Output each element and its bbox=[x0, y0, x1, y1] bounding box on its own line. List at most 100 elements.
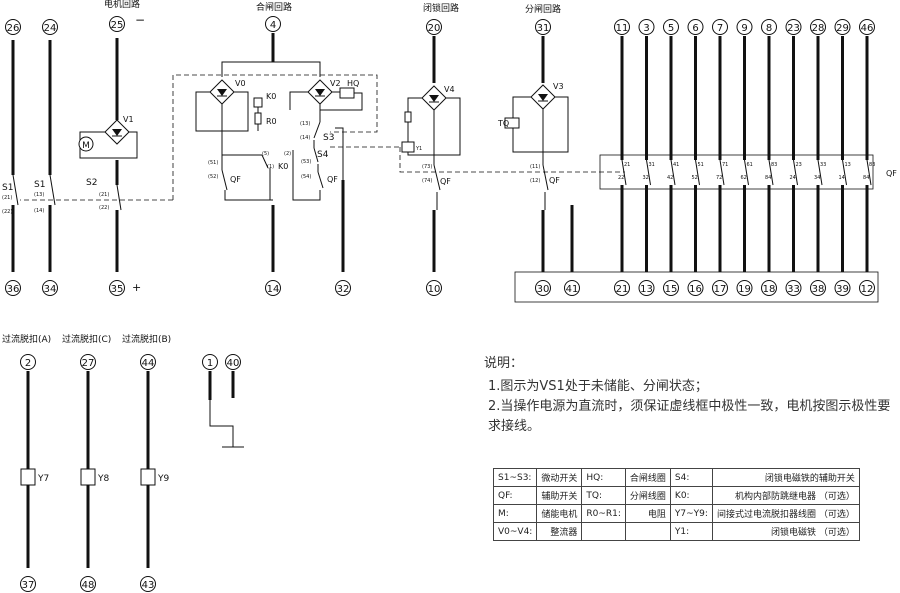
aux-contact-code: 32 bbox=[643, 175, 649, 181]
motor-m-label: M bbox=[82, 141, 90, 151]
overcurrent-title: 过流脱扣(B) bbox=[122, 333, 171, 345]
trip-coil bbox=[140, 468, 156, 486]
notes-section: 说明： 1.图示为VS1处于未储能、分闸状态； 2.当操作电源为直流时，须保证虚… bbox=[484, 352, 894, 437]
legend-symbol: Y1: bbox=[669, 522, 713, 541]
legend-symbol: TQ: bbox=[581, 486, 626, 505]
terminal-code: (5) bbox=[262, 151, 269, 157]
terminal-label: 2 bbox=[25, 358, 31, 369]
relay-k0-contact-label: K0 bbox=[278, 162, 288, 171]
terminal-label: 8 bbox=[766, 23, 772, 34]
legend-symbol bbox=[581, 522, 626, 541]
terminal-label: 1 bbox=[207, 358, 213, 369]
aux-top-terminal: 11 bbox=[614, 19, 630, 35]
motor-rectifier-v1: M V1 bbox=[78, 115, 138, 159]
legend-description: 微动开关 bbox=[536, 468, 583, 487]
aux-contact-code: 34 bbox=[814, 175, 820, 181]
terminal-label: 24 bbox=[44, 23, 57, 34]
overcurrent-title: 过流脱扣(C) bbox=[62, 333, 111, 345]
terminal-label: 19 bbox=[738, 284, 751, 295]
terminal-code: (74) bbox=[422, 178, 432, 184]
terminal-label: 46 bbox=[861, 23, 874, 34]
terminal-label: 43 bbox=[142, 580, 155, 591]
terminal-code: (52) bbox=[208, 174, 218, 180]
aux-contact-code: 84 bbox=[863, 175, 869, 181]
trip-coil bbox=[20, 468, 36, 486]
trip-coil bbox=[80, 468, 96, 486]
terminal-code: (14) bbox=[300, 135, 310, 141]
aux-bottom-terminal: 16 bbox=[687, 280, 704, 296]
qf-contact-label: QF bbox=[549, 176, 560, 185]
terminal-label: 35 bbox=[111, 284, 124, 295]
title-close-circuit: 合闸回路 bbox=[256, 1, 292, 13]
open-coil-tq-label: TQ bbox=[497, 119, 509, 128]
terminal-code: (12) bbox=[530, 178, 540, 184]
terminal-label: 16 bbox=[689, 284, 702, 295]
aux-top-terminal: 7 bbox=[712, 19, 728, 35]
terminal-code: (21) bbox=[99, 192, 109, 198]
terminal-label: 41 bbox=[566, 284, 579, 295]
legend-symbol: S1~S3: bbox=[492, 468, 538, 487]
terminal-code: (21) bbox=[2, 195, 12, 201]
rectifier-v1-label: V1 bbox=[123, 115, 134, 124]
legend-description: 分闸线圈 bbox=[624, 486, 671, 505]
aux-top-terminal: 6 bbox=[687, 19, 704, 35]
left-terminals: 26 24 25 36 34 35 bbox=[5, 16, 125, 296]
qf-contact-label: QF bbox=[327, 175, 338, 184]
rectifier-v0-label: V0 bbox=[235, 79, 246, 88]
terminal-code: (54) bbox=[301, 174, 311, 180]
terminal-label: 29 bbox=[836, 23, 849, 34]
overcurrent-title: 过流脱扣(A) bbox=[2, 333, 51, 345]
aux-contact-code: 21 bbox=[624, 162, 630, 168]
aux-bottom-terminal: 33 bbox=[785, 280, 802, 296]
aux-bottom-terminal: 13 bbox=[638, 280, 655, 296]
rectifier-v4-label: V4 bbox=[444, 85, 455, 94]
ground-terminals: 1 40 bbox=[202, 354, 244, 448]
aux-contact-code: 84 bbox=[765, 175, 771, 181]
legend-description bbox=[624, 522, 671, 541]
terminal-label: 33 bbox=[787, 284, 800, 295]
terminal-label: 20 bbox=[428, 23, 441, 34]
aux-contact-code: 33 bbox=[820, 162, 826, 168]
aux-top-terminal: 8 bbox=[761, 19, 777, 35]
legend-symbol: K0: bbox=[669, 486, 713, 505]
legend-symbol: HQ: bbox=[581, 468, 626, 487]
terminal-label: 9 bbox=[741, 23, 747, 34]
aux-contact-code: 52 bbox=[692, 175, 698, 181]
aux-contact-code: 51 bbox=[698, 162, 704, 168]
title-motor-circuit: 电机回路 bbox=[104, 0, 140, 10]
aux-qf-label: QF bbox=[886, 169, 897, 178]
aux-contact-code: 14 bbox=[839, 175, 845, 181]
resistor-r0-label: R0 bbox=[266, 117, 277, 126]
terminal-code: (2) bbox=[284, 151, 291, 157]
rectifier-v3-label: V3 bbox=[553, 82, 564, 91]
aux-contact-code: 61 bbox=[747, 162, 753, 168]
terminal-label: 4 bbox=[270, 20, 276, 31]
aux-contact-code: 41 bbox=[673, 162, 679, 168]
aux-switch-box bbox=[599, 154, 874, 190]
aux-contact-code: 62 bbox=[741, 175, 747, 181]
aux-contact-code: 83 bbox=[869, 162, 875, 168]
terminal-label: 37 bbox=[22, 580, 35, 591]
aux-contact-code: 31 bbox=[649, 162, 655, 168]
terminal-label: 30 bbox=[537, 284, 550, 295]
terminal-code: (14) bbox=[34, 208, 44, 214]
terminal-label: 27 bbox=[82, 358, 95, 369]
legend-description: 合闸线圈 bbox=[624, 468, 671, 487]
trip-coil-label: Y9 bbox=[157, 474, 169, 484]
terminal-label: 13 bbox=[640, 284, 653, 295]
terminal-code: (13) bbox=[34, 192, 44, 198]
terminal-label: 14 bbox=[267, 284, 280, 295]
relay-k0-label: K0 bbox=[266, 92, 276, 101]
legend-symbol: R0~R1: bbox=[581, 504, 626, 523]
terminal-label: 6 bbox=[692, 23, 698, 34]
terminal-code: (1) bbox=[267, 164, 274, 170]
terminal-label: 5 bbox=[668, 23, 674, 34]
aux-bottom-terminal: 12 bbox=[859, 280, 875, 296]
aux-top-terminal: 3 bbox=[638, 19, 655, 35]
terminal-label: 28 bbox=[812, 23, 825, 34]
aux-contact-code: 23 bbox=[796, 162, 802, 168]
terminal-code: (13) bbox=[300, 121, 310, 127]
